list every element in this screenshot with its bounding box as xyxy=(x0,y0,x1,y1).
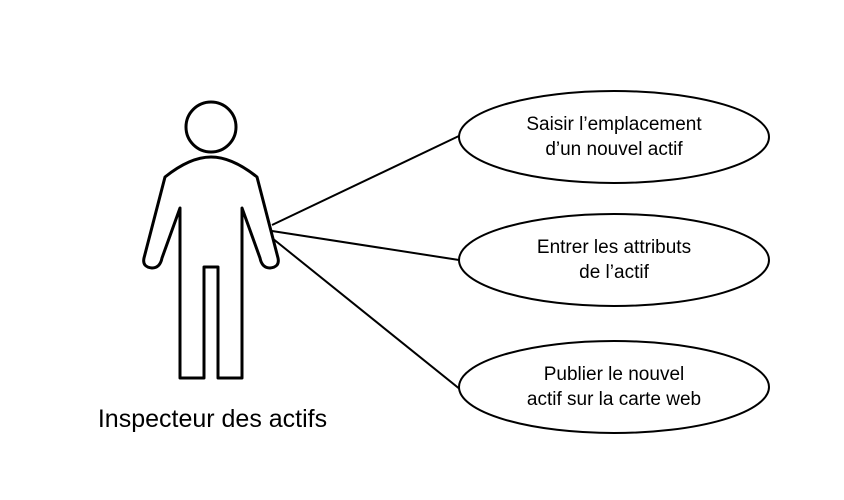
use-case-ellipse-1 xyxy=(458,90,770,184)
use-case-2-line-2: de l’actif xyxy=(579,262,649,283)
actor-body xyxy=(142,155,280,380)
association-line-1 xyxy=(271,134,462,226)
association-line-3 xyxy=(271,237,462,391)
use-case-label-1: Saisir l’emplacement d’un nouvel actif xyxy=(459,112,769,162)
use-case-1-line-1: Saisir l’emplacement xyxy=(526,114,702,135)
actor-figure-icon xyxy=(142,100,280,380)
use-case-ellipse-2 xyxy=(458,213,770,307)
use-case-3-line-2: actif sur la carte web xyxy=(526,389,702,410)
use-case-label-2: Entrer les attributs de l’actif xyxy=(459,235,769,285)
use-case-2-line-1: Entrer les attributs xyxy=(536,237,692,258)
association-line-2 xyxy=(271,230,460,261)
use-case-3-line-1: Publier le nouvel xyxy=(543,364,685,385)
use-case-ellipse-3 xyxy=(458,340,770,434)
use-case-label-3: Publier le nouvel actif sur la carte web xyxy=(459,362,769,412)
actor-name: Inspecteur des actifs xyxy=(97,405,328,433)
use-case-1-line-2: d’un nouvel actif xyxy=(545,139,683,160)
actor-head xyxy=(184,100,238,154)
